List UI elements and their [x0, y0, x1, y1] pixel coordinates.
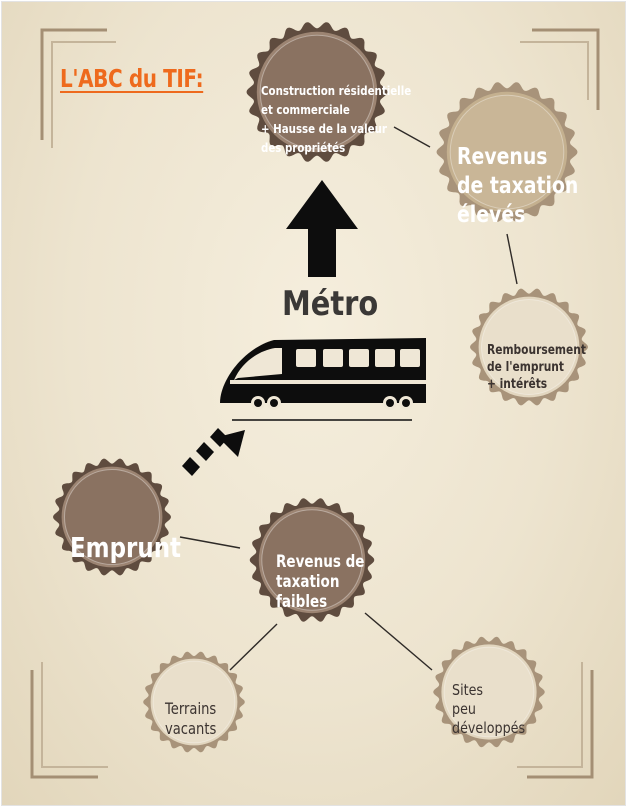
bracket-top-left [40, 28, 107, 140]
badge-construction-face [259, 34, 375, 150]
node-remboursement-text: Remboursement de l'emprunt + intérêts [487, 343, 586, 392]
node-revenus-faibles-label: Revenus de taxation faibles [276, 532, 384, 632]
train-icon [220, 338, 426, 421]
dash-2 [196, 442, 214, 461]
node-construction-text: Construction résidentielle et commercial… [261, 83, 412, 155]
connector-revenus-remboursement [506, 233, 518, 285]
dash-1 [182, 457, 200, 476]
badge-revenus-eleves [436, 82, 578, 222]
badge-emprunt-face [64, 469, 160, 565]
up-arrow-icon [286, 180, 358, 277]
connector-faibles-sites [364, 612, 433, 671]
connector-emprunt-faibles [179, 536, 241, 549]
node-terrains-text: Terrains vacants [165, 699, 217, 738]
node-revenus-eleves-label: Revenus de taxation élevés [457, 114, 605, 259]
arrow-head [218, 430, 245, 457]
badge-emprunt [53, 458, 171, 576]
bracket-bottom-left [30, 670, 98, 779]
node-terrains-label: Terrains vacants [165, 679, 228, 759]
bracket-bottom-right-inner [517, 662, 583, 768]
bracket-top-left-inner [51, 41, 116, 148]
badge-remboursement-face [481, 299, 577, 395]
badge-revenus-faibles [249, 498, 375, 622]
corner-brackets [30, 28, 600, 779]
node-sites-text: Sites peu développés [452, 681, 526, 737]
badge-revenus-faibles-face [261, 509, 363, 611]
badge-terrains [143, 651, 245, 753]
badge-sites-face [443, 646, 535, 738]
badge-remboursement [470, 288, 588, 406]
page-title: L'ABC du TIF: [60, 64, 204, 93]
bracket-bottom-right [527, 670, 594, 779]
node-emprunt-text: Emprunt [70, 531, 182, 564]
train-windshield [234, 348, 282, 380]
node-sites-label: Sites peu développés [452, 662, 541, 757]
node-emprunt-label: Emprunt [70, 500, 205, 596]
node-revenus-eleves-text: Revenus de taxation élevés [457, 144, 579, 228]
bracket-top-right-inner [520, 41, 589, 100]
badge-terrains-face [152, 660, 236, 744]
badge-revenus-eleves-face [449, 94, 565, 210]
connector-faibles-terrains [229, 623, 278, 671]
dashed-arrow-icon [182, 428, 245, 476]
vehicle-label: Métro [282, 284, 379, 324]
badge-sites [433, 636, 545, 748]
connector-construction-revenus [393, 126, 431, 148]
bracket-bottom-left-inner [41, 662, 108, 768]
badges [53, 22, 588, 753]
node-revenus-faibles-text: Revenus de taxation faibles [276, 552, 365, 611]
node-construction-label: Construction résidentielle et commercial… [261, 62, 444, 176]
node-remboursement-label: Remboursement de l'emprunt + intérêts [487, 325, 608, 410]
train-stripe [230, 380, 426, 384]
connectors [179, 126, 518, 671]
badge-construction [246, 22, 388, 162]
train-windows [296, 349, 420, 367]
bracket-top-right [532, 28, 600, 110]
